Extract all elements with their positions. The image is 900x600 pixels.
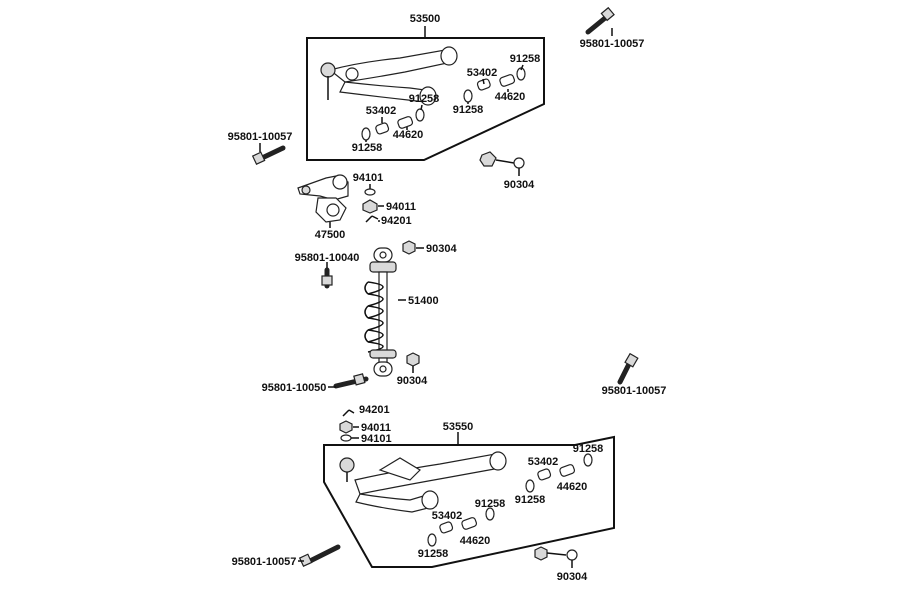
lower-a-arm	[339, 451, 507, 513]
nut-lower-right-label: 90304	[557, 571, 588, 583]
knuckle-label: 47500	[315, 229, 346, 241]
upper-sleeve-label-b: 44620	[393, 129, 424, 141]
washer-bottom-label: 94101	[361, 433, 392, 445]
castle-nut-bottom-label: 94011	[361, 422, 391, 434]
nut-shock-bottom	[406, 352, 420, 367]
lower-sleeve-label-a: 44620	[557, 481, 588, 493]
upper-bushing-label-c: 91258	[409, 93, 440, 105]
lower-collar-label-b: 53402	[432, 510, 463, 522]
upper-collar-label-b: 53402	[366, 105, 397, 117]
bolt-top-right	[585, 6, 615, 35]
shock-label: 51400	[408, 295, 439, 307]
cotter-pin-top-label: 94201	[381, 215, 412, 227]
lower-collar-label-a: 53402	[528, 456, 559, 468]
lower-bushing-label-c: 91258	[475, 498, 506, 510]
shock-absorber	[364, 247, 397, 377]
washer-top-label: 94101	[353, 172, 384, 184]
nut-shock-bottom-label: 90304	[397, 375, 428, 387]
steering-knuckle	[297, 174, 349, 223]
upper-bushings-left	[361, 108, 425, 141]
nut-shock-top-label: 90304	[426, 243, 457, 255]
upper-bushing-label-d: 91258	[352, 142, 383, 154]
upper-bushing-label-a: 91258	[510, 53, 541, 65]
lower-bushings-left	[427, 507, 495, 547]
bolt-top-right-label: 95801-10057	[580, 38, 645, 50]
bolt-bottom-left-label: 95801-10057	[232, 556, 297, 568]
bolt-mid-right	[617, 352, 639, 385]
bolt-shock-bottom-label: 95801-10050	[262, 382, 327, 394]
lower-sleeve-label-b: 44620	[460, 535, 491, 547]
bolt-mid-right-label: 95801-10057	[602, 385, 667, 397]
upper-arm-label: 53500	[410, 13, 441, 25]
lower-arm-label: 53550	[443, 421, 474, 433]
upper-a-arm	[320, 46, 458, 106]
bolt-bottom-left	[298, 544, 341, 568]
lower-bushing-label-d: 91258	[418, 548, 449, 560]
lower-bushing-label-b: 91258	[515, 494, 546, 506]
bolt-shock-bottom	[333, 373, 369, 389]
nut-upper-right	[479, 151, 525, 169]
lower-bushings-right	[525, 453, 593, 493]
bolt-upper-left-label: 95801-10057	[228, 131, 293, 143]
castle-nut-top-label: 94011	[386, 201, 416, 213]
lower-bushing-label-a: 91258	[573, 443, 604, 455]
cotter-pin-bottom-label: 94201	[359, 404, 390, 416]
nut-lower-right	[534, 546, 578, 561]
upper-bushings-right	[463, 67, 526, 103]
bolt-shock-top-label: 95801-10040	[295, 252, 360, 264]
upper-hardware-stack	[362, 188, 379, 223]
nut-shock-top	[402, 240, 416, 255]
upper-sleeve-label-a: 44620	[495, 91, 526, 103]
upper-arm-group-frame	[306, 37, 545, 161]
bolt-upper-left	[251, 145, 286, 166]
bolt-shock-top	[321, 267, 333, 289]
lower-hardware-stack	[339, 409, 355, 442]
upper-collar-label-a: 53402	[467, 67, 498, 79]
lower-arm-group-frame	[323, 435, 615, 568]
nut-upper-right-label: 90304	[504, 179, 535, 191]
upper-bushing-label-b: 91258	[453, 104, 484, 116]
